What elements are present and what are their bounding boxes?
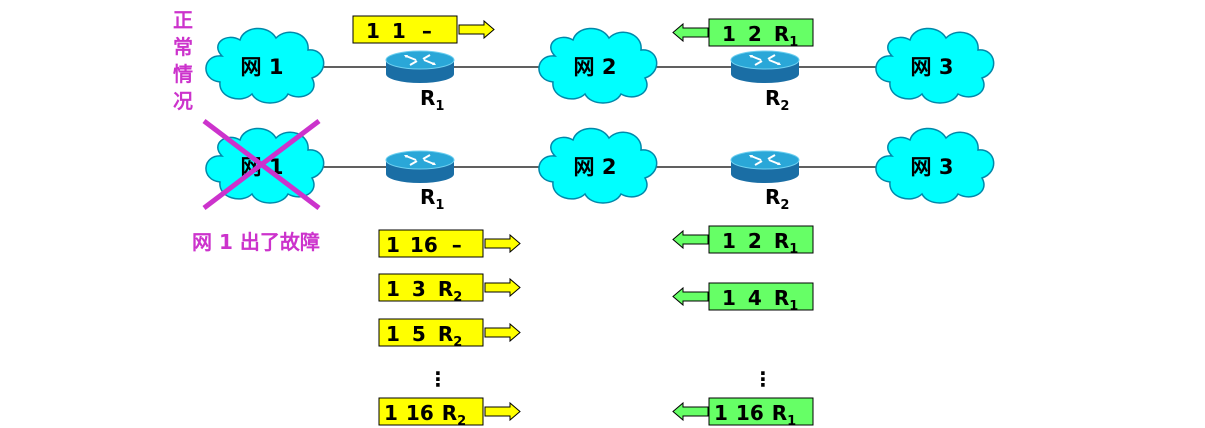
router-r1-label: R1 xyxy=(420,185,444,213)
router-r1-label: R1 xyxy=(420,86,444,114)
router-r1-icon xyxy=(385,50,455,84)
arrow-left-icon xyxy=(672,22,709,43)
net2-cloud: 网 2 xyxy=(538,127,658,204)
fault-cross-icon xyxy=(202,119,321,210)
fault-caption: 网 1 出了故障 xyxy=(192,230,320,254)
net2-cloud: 网 2 xyxy=(538,27,658,104)
net3-label: 网 3 xyxy=(911,55,954,79)
router-r2-label: R2 xyxy=(765,185,789,213)
normal-case-label: 正 常 情 况 xyxy=(173,8,193,113)
net2-label: 网 2 xyxy=(574,55,617,79)
fault-case-row: 网 1 网 2 网 3 R1 R2 网 1 出了故障 116– xyxy=(192,119,995,428)
net2-label: 网 2 xyxy=(574,155,617,179)
router-r1-icon xyxy=(385,150,455,184)
arrow-right-icon xyxy=(484,277,521,298)
ellipsis-r1: ⋮ xyxy=(428,367,448,391)
net1-label: 网 1 xyxy=(241,55,284,79)
arrow-left-icon xyxy=(672,229,709,250)
normal-label-char: 正 xyxy=(173,8,193,32)
normal-label-char: 情 xyxy=(173,62,193,86)
arrow-left-icon xyxy=(672,401,709,422)
router-r2-icon xyxy=(730,50,800,84)
router-r2-icon xyxy=(730,150,800,184)
normal-label-char: 常 xyxy=(173,35,193,59)
arrow-right-icon xyxy=(484,322,521,343)
net1-cloud: 网 1 xyxy=(205,27,325,104)
ellipsis-r2: ⋮ xyxy=(753,367,773,391)
normal-label-char: 况 xyxy=(173,89,193,113)
net3-label: 网 3 xyxy=(911,155,954,179)
net3-cloud: 网 3 xyxy=(875,27,995,104)
arrow-right-icon xyxy=(484,401,521,422)
arrow-left-icon xyxy=(672,286,709,307)
router-r2-label: R2 xyxy=(765,86,789,114)
net3-cloud: 网 3 xyxy=(875,127,995,204)
arrow-right-icon xyxy=(484,233,521,254)
arrow-right-icon xyxy=(458,19,495,40)
